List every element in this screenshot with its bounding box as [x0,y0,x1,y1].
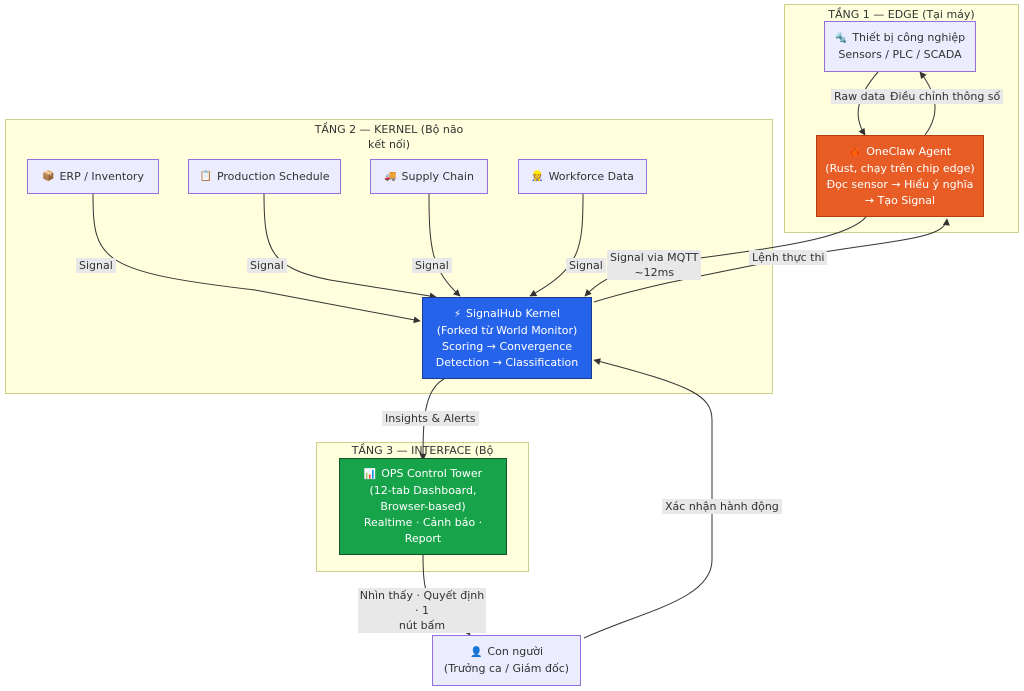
package-icon: 📦 [42,170,55,182]
chart-icon: 📊 [363,469,377,480]
edge-raw-data [857,71,879,136]
crab-icon: 🦀 [848,146,862,158]
edge-label-signal-schedule: Signal [247,258,287,273]
workforce-data-node[interactable]: 👷Workforce Data [518,159,647,194]
edge-signal-supply [428,193,461,297]
cluster-interface-title: TẦNG 3 — INTERFACE (Bộ [351,444,494,457]
oneclaw-agent-node[interactable]: 🦀OneClaw Agent (Rust, chạy trên chip edg… [816,135,984,217]
production-schedule-node[interactable]: 📋Production Schedule [188,159,341,194]
edge-label-confirm: Xác nhận hành động [662,499,782,514]
erp-inventory-node[interactable]: 📦ERP / Inventory [27,159,159,194]
edge-signal-erp [92,193,421,324]
edge-label-raw-data: Raw data [831,89,889,104]
truck-icon: 🚚 [384,170,397,182]
edge-label-mqtt: Signal via MQTT ~12ms [607,250,702,280]
device-node[interactable]: 🔩Thiết bị công nghiệp Sensors / PLC / SC… [824,21,976,72]
bolt-icon: 🔩 [834,33,848,44]
edge-signal-workforce [529,193,584,297]
lightning-icon: ⚡ [453,308,461,320]
human-node[interactable]: 👤Con người (Trưởng ca / Giám đốc) [432,635,581,686]
edge-label-signal-erp: Signal [76,258,116,273]
supply-chain-node[interactable]: 🚚Supply Chain [370,159,488,194]
ops-control-tower-node[interactable]: 📊OPS Control Tower (12-tab Dashboard, Br… [339,458,507,555]
person-icon: 👤 [469,647,483,658]
worker-icon: 👷 [531,170,544,182]
edge-signal-schedule [263,193,437,300]
edge-label-command: Lệnh thực thi [749,250,828,265]
edge-confirm [583,358,713,639]
edge-label-adjust: Điều chỉnh thông số [887,89,1004,104]
edge-label-insights: Insights & Alerts [382,411,479,426]
edge-label-signal-workforce: Signal [566,258,606,273]
cluster-kernel-title: TẦNG 2 — KERNEL (Bộ não kết nối) [314,123,464,151]
edge-insights [419,378,445,461]
edge-label-signal-supply: Signal [412,258,452,273]
clipboard-icon: 📋 [199,170,212,182]
edge-label-see: Nhìn thấy · Quyết định · 1 nút bấm [358,588,486,633]
edge-adjust [919,71,936,136]
cluster-edge-title: TẦNG 1 — EDGE (Tại máy) [828,8,975,21]
signalhub-kernel-node[interactable]: ⚡SignalHub Kernel (Forked từ World Monit… [422,297,592,379]
